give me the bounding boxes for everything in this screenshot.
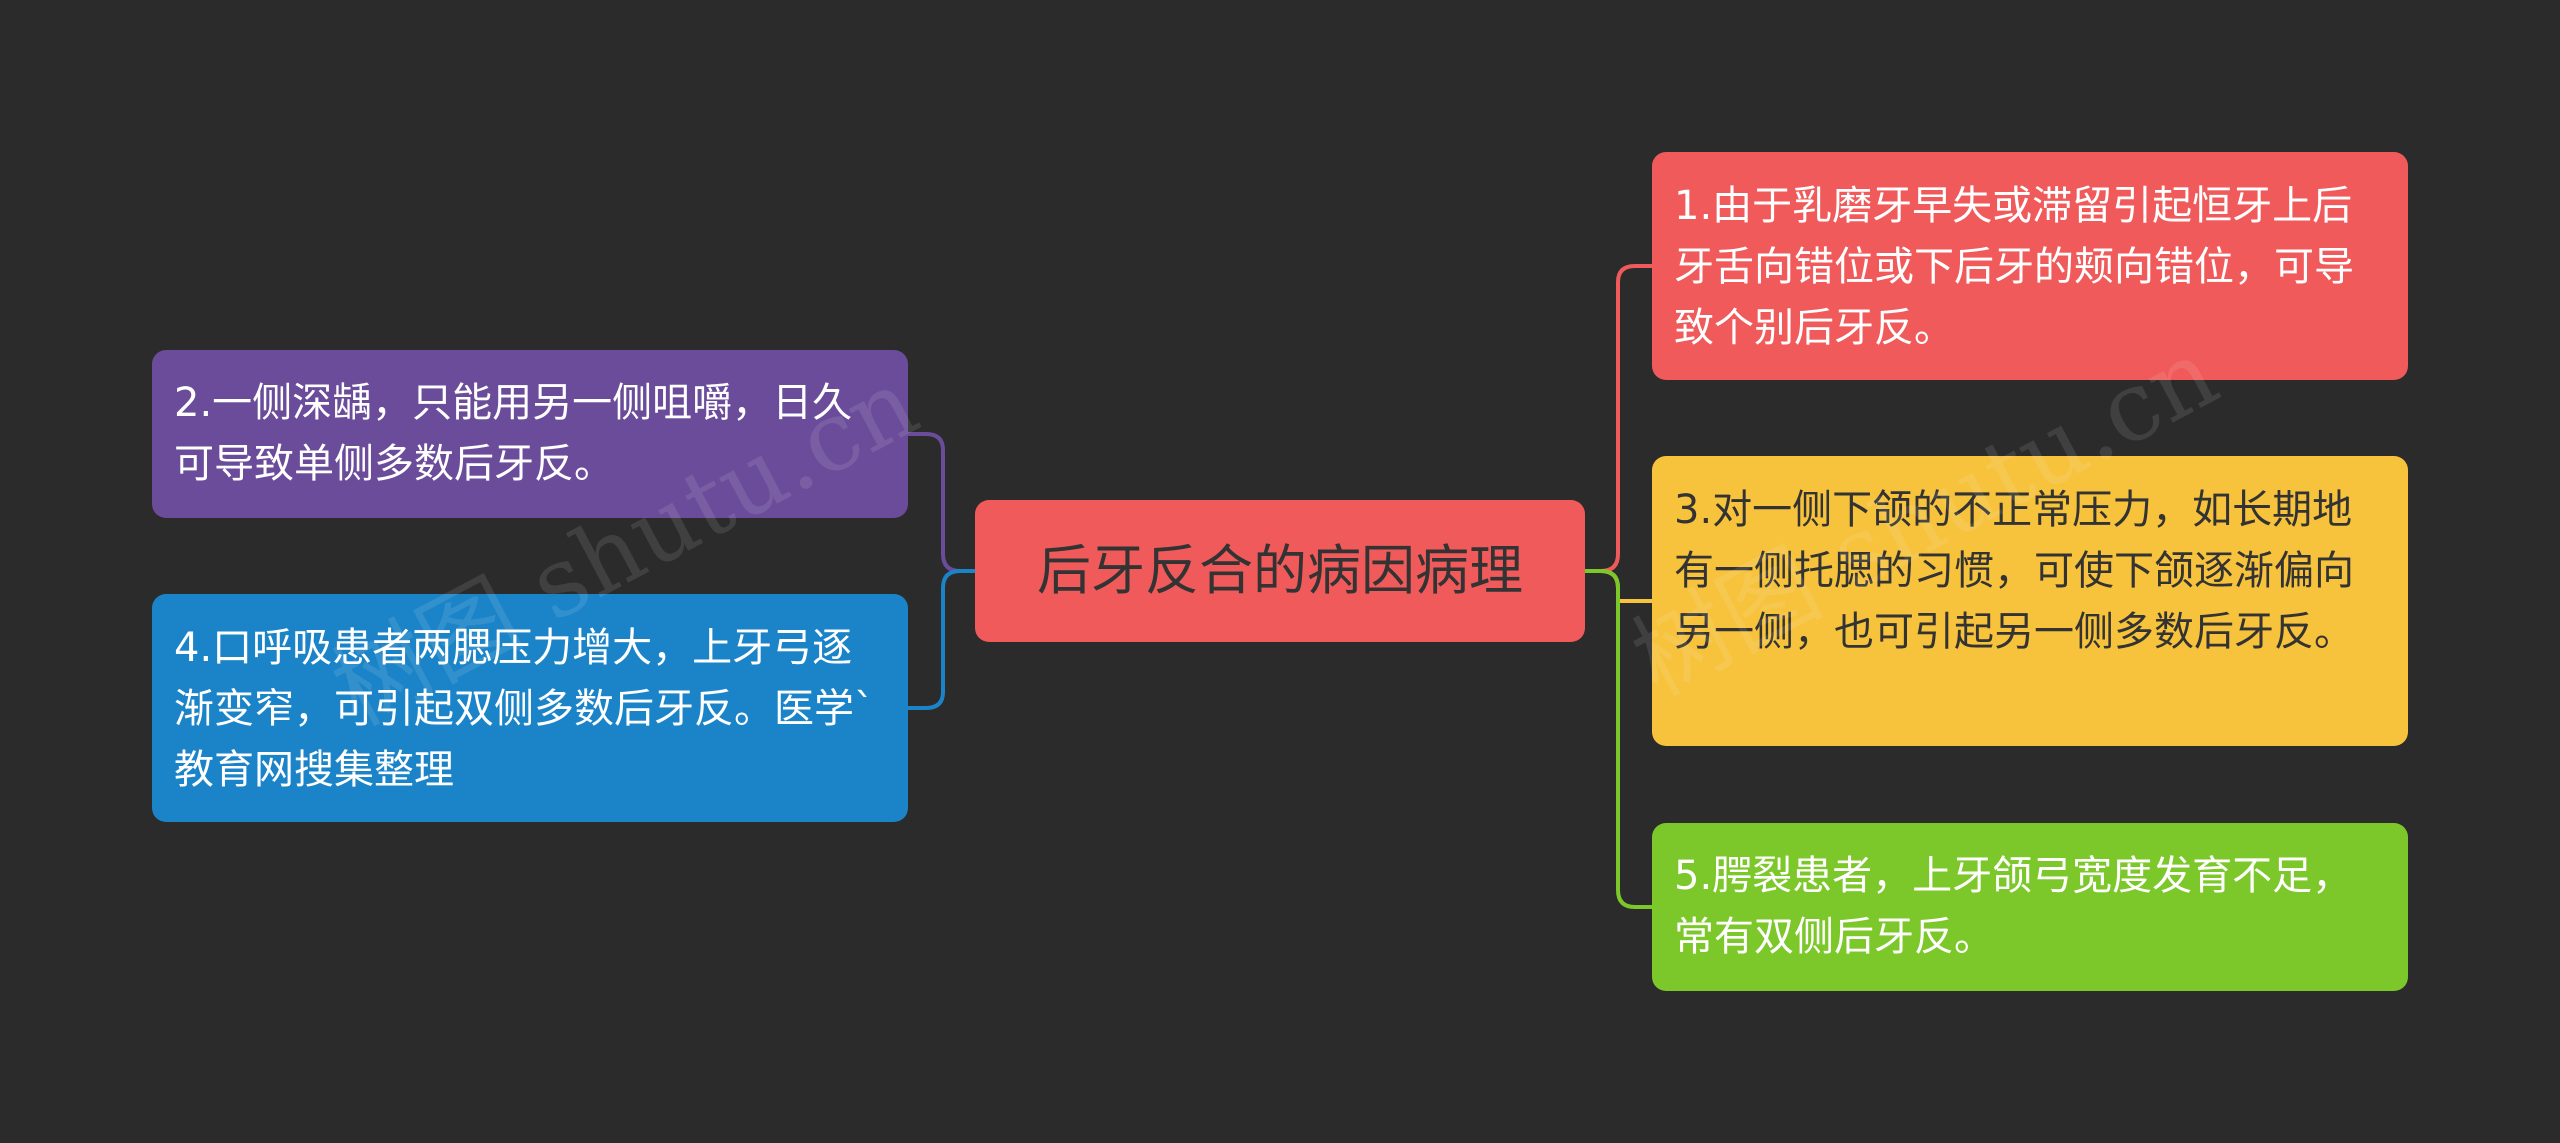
topic-node-4[interactable]: 4.口呼吸患者两腮压力增大，上牙弓逐渐变窄，可引起双侧多数后牙反。医学`教育网搜… — [152, 594, 908, 822]
root-topic[interactable]: 后牙反合的病因病理 — [975, 500, 1585, 642]
topic-node-2[interactable]: 2.一侧深龋，只能用另一侧咀嚼，日久可导致单侧多数后牙反。 — [152, 350, 908, 518]
link-root-n5 — [1585, 569, 1652, 909]
topic-node-4-label: 4.口呼吸患者两腮压力增大，上牙弓逐渐变窄，可引起双侧多数后牙反。医学`教育网搜… — [174, 625, 874, 793]
topic-node-2-label: 2.一侧深龋，只能用另一侧咀嚼，日久可导致单侧多数后牙反。 — [174, 380, 853, 487]
link-root-n2 — [908, 432, 975, 573]
topic-node-5[interactable]: 5.腭裂患者，上牙颌弓宽度发育不足，常有双侧后牙反。 — [1652, 823, 2408, 991]
topic-node-3-label: 3.对一侧下颌的不正常压力，如长期地有一侧托腮的习惯，可使下颌逐渐偏向另一侧，也… — [1674, 487, 2354, 655]
topic-node-3[interactable]: 3.对一侧下颌的不正常压力，如长期地有一侧托腮的习惯，可使下颌逐渐偏向另一侧，也… — [1652, 456, 2408, 746]
topic-node-1-label: 1.由于乳磨牙早失或滞留引起恒牙上后牙舌向错位或下后牙的颊向错位，可导致个别后牙… — [1674, 183, 2354, 351]
root-topic-label: 后牙反合的病因病理 — [1037, 539, 1523, 602]
link-root-n4 — [908, 569, 975, 710]
link-root-n1 — [1585, 264, 1652, 573]
topic-node-5-label: 5.腭裂患者，上牙颌弓宽度发育不足，常有双侧后牙反。 — [1674, 853, 2353, 960]
topic-node-1[interactable]: 1.由于乳磨牙早失或滞留引起恒牙上后牙舌向错位或下后牙的颊向错位，可导致个别后牙… — [1652, 152, 2408, 380]
